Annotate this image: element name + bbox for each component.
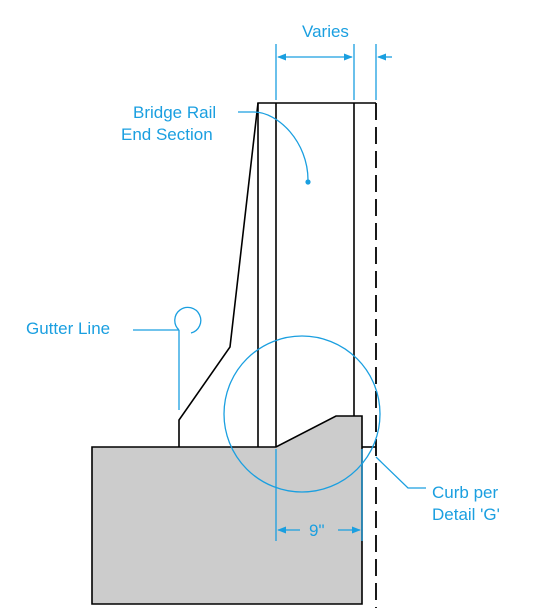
bridge-rail-label-line2: End Section (121, 125, 213, 144)
curb-detail-leader (375, 456, 426, 489)
nine-inch-label-bg (303, 519, 335, 541)
bridge-rail-leader (238, 111, 309, 181)
curb-label-line1: Curb per (432, 483, 498, 502)
nine-inch-label: 9" (309, 521, 325, 540)
curb-label-line2: Detail 'G' (432, 505, 500, 524)
curb-slab-body (91, 415, 363, 605)
rail-end-section-profile (178, 102, 376, 447)
gutter-line-label: Gutter Line (26, 319, 110, 338)
detail-g-circle (223, 335, 381, 493)
varies-label: Varies (302, 22, 349, 41)
bridge-rail-label-line1: Bridge Rail (133, 103, 216, 122)
bridge-rail-leader-dot (305, 179, 311, 185)
gutter-line-leader (133, 306, 202, 410)
